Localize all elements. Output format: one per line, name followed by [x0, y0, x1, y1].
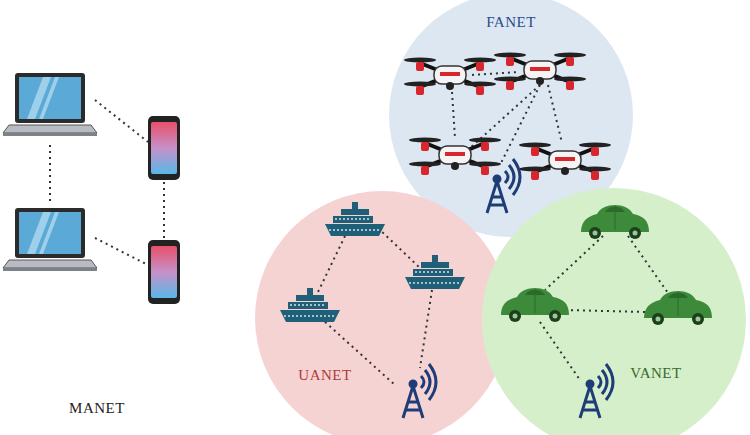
- vanet-circle: VANET: [482, 188, 746, 435]
- network-name: VANET: [630, 365, 681, 382]
- network-label: MANET: [69, 400, 125, 417]
- network-name: FANET: [486, 14, 536, 31]
- circle-fill: [482, 188, 746, 435]
- circle-outline: [482, 188, 746, 435]
- circle-outline: [255, 191, 509, 435]
- uanet-circle: UANET: [255, 191, 509, 435]
- network-name: UANET: [298, 367, 351, 384]
- circle-fill: [255, 191, 509, 435]
